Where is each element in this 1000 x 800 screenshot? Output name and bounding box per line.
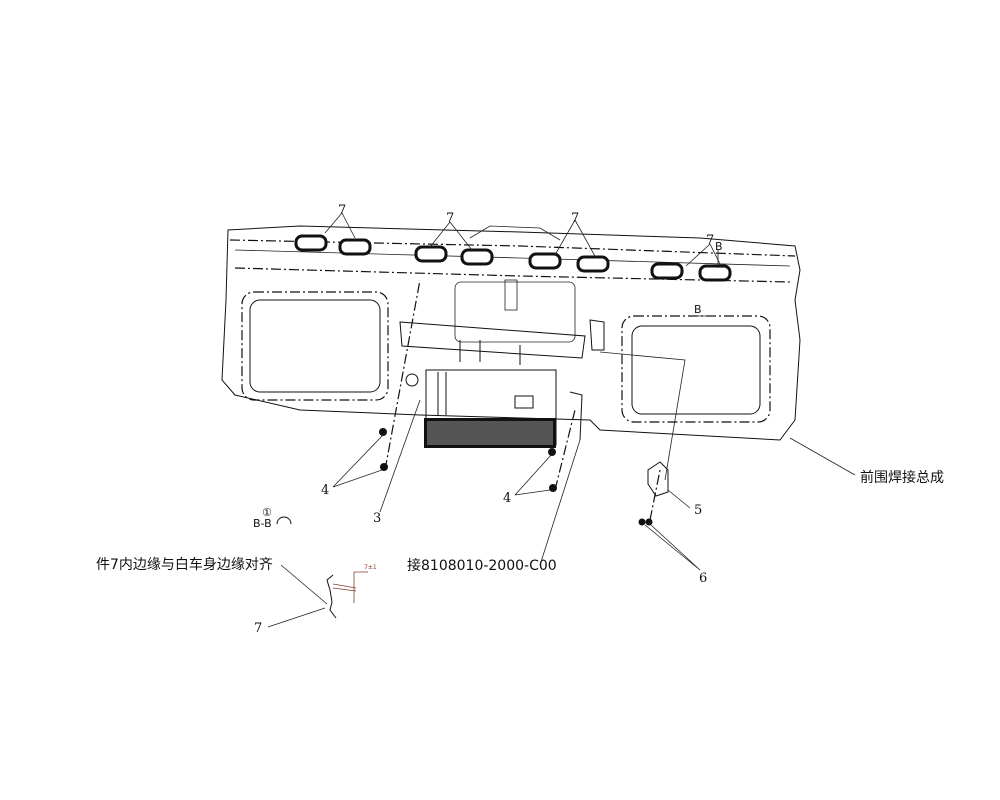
section-marker-b: B (694, 303, 702, 316)
front-wall-weld-assembly (221, 225, 801, 441)
leader-lines (324, 212, 856, 571)
hvac-unit (399, 319, 605, 448)
section-b-b-detail (267, 516, 368, 628)
section-marker-b: B (715, 240, 723, 253)
section-item-label: 7 (254, 621, 262, 636)
callout-item-4: 4 (321, 483, 329, 498)
section-note: 件7内边缘与白车身边缘对齐 (96, 556, 273, 573)
callout-item-3: 3 (373, 511, 381, 526)
callout-item-6: 6 (699, 571, 707, 586)
callout-item-7: 7 (706, 233, 714, 248)
assembly-label: 前围焊接总成 (860, 469, 944, 486)
section-view-marker: ① (262, 506, 272, 519)
callout-item-5: 5 (694, 503, 702, 518)
fasteners (379, 279, 669, 526)
dimension-label: 7±1 (364, 564, 377, 571)
connect-label: 接8108010-2000-C00 (407, 557, 557, 574)
callout-item-7: 7 (338, 203, 346, 218)
callout-item-7: 7 (446, 211, 454, 226)
callout-item-7: 7 (571, 211, 579, 226)
callout-item-4: 4 (503, 491, 511, 506)
section-view-title: B-B (253, 517, 272, 530)
